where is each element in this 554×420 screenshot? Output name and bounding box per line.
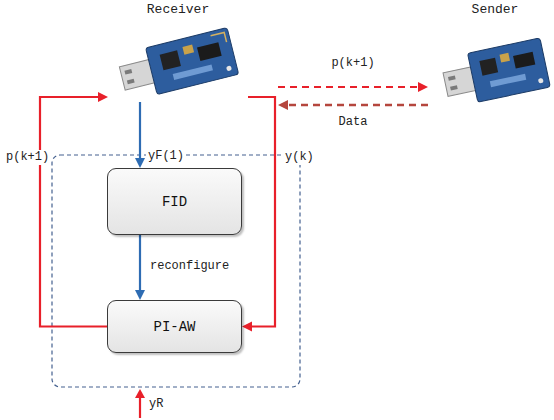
connector-line: [40, 97, 107, 327]
arrowhead: [98, 92, 108, 102]
signal-label: p(k+1): [4, 150, 51, 165]
controller-region: [52, 155, 300, 387]
device-heading: Sender: [430, 2, 554, 18]
connector-line: [139, 235, 141, 292]
arrowhead: [135, 290, 145, 300]
device-heading: Receiver: [108, 2, 248, 18]
signal-label: y(k): [283, 150, 316, 165]
receiver-device: [116, 28, 238, 102]
reference-wire: [139, 397, 141, 418]
signal-label: yR: [147, 397, 165, 412]
connector: [40, 92, 108, 327]
connector-line: [139, 102, 141, 160]
arrowhead: [418, 82, 428, 92]
process-box: PI-AW: [107, 300, 242, 353]
box-text: FID: [162, 194, 187, 210]
signal-label: reconfigure: [148, 259, 231, 274]
signal-label: p(k+1): [329, 56, 376, 71]
connector: [242, 97, 275, 332]
signal-label: yF(1): [146, 149, 186, 164]
arrowhead: [135, 158, 145, 168]
connector: [135, 102, 145, 168]
connector-line: [248, 97, 275, 327]
receiver-node: Receiver: [108, 2, 248, 102]
reference-arrowhead: [135, 389, 145, 398]
signal-label: Data: [337, 115, 370, 130]
sender-node: Sender: [430, 2, 554, 118]
connector: [278, 100, 428, 110]
sender-device: [440, 38, 550, 108]
process-box: FID: [107, 168, 242, 235]
connector: [278, 82, 428, 92]
arrowhead: [242, 322, 252, 332]
connector: [135, 235, 145, 300]
arrowhead: [278, 100, 288, 110]
connector-line: [278, 86, 420, 88]
connector-line: [286, 104, 428, 106]
box-text: PI-AW: [153, 319, 195, 335]
